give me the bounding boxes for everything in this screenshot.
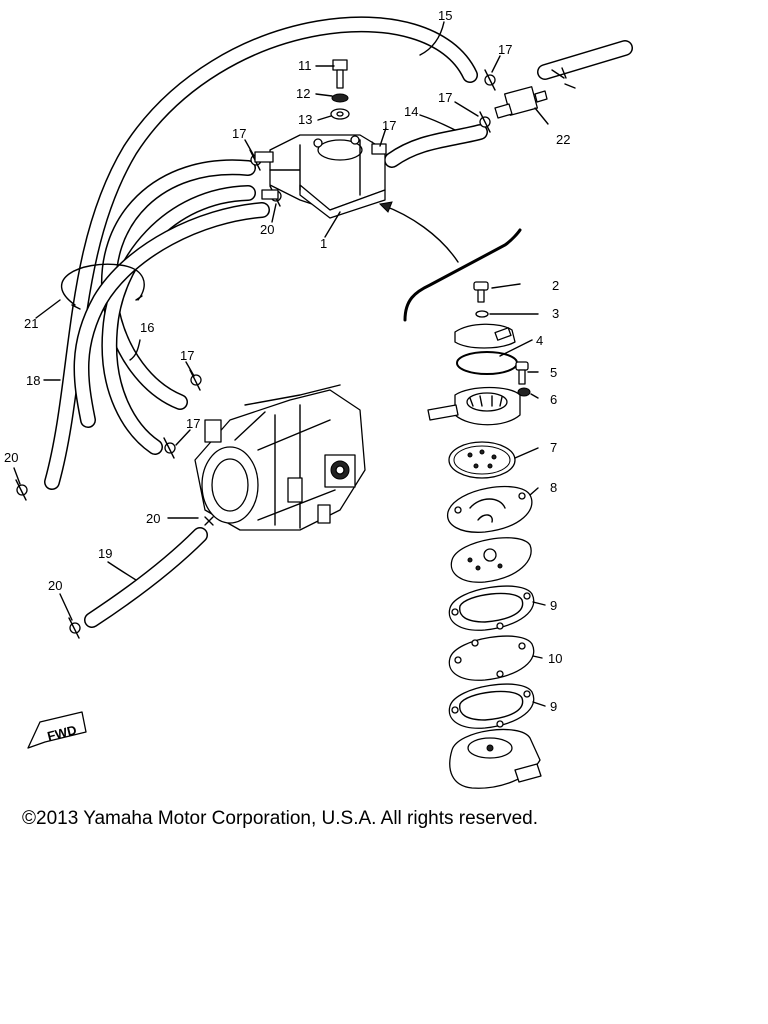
fuel-pump-exploded-diagram: FWD 15 17 11 <box>4 8 633 789</box>
screw-5 <box>515 361 529 385</box>
fuel-hoses <box>44 16 633 628</box>
pump-base <box>449 728 542 789</box>
diaphragm-7 <box>448 441 516 479</box>
callout-20: 20 <box>260 222 274 237</box>
assembly-leader <box>378 201 522 322</box>
washer-12 <box>331 93 349 103</box>
callout-16: 16 <box>140 320 154 335</box>
callout-3: 3 <box>552 306 559 321</box>
pump-cover <box>454 323 516 349</box>
callout-17: 17 <box>186 416 200 431</box>
callout-5: 5 <box>550 365 557 380</box>
fwd-label: FWD <box>46 722 78 744</box>
hose-return <box>73 202 270 428</box>
callout-14: 14 <box>404 104 418 119</box>
clamp <box>189 369 202 391</box>
callout-17: 17 <box>438 90 452 105</box>
hose-15 <box>44 16 633 490</box>
callout-20: 20 <box>146 511 160 526</box>
clamp <box>68 617 81 639</box>
washer-3 <box>475 310 489 318</box>
callout-20: 20 <box>4 450 18 465</box>
valve-plate <box>450 537 532 583</box>
hose-19 <box>84 527 208 628</box>
hose-14 <box>384 124 488 168</box>
callout-17: 17 <box>382 118 396 133</box>
clamp <box>163 437 176 459</box>
copyright-notice: ©2013 Yamaha Motor Corporation, U.S.A. A… <box>22 808 538 829</box>
callout-20: 20 <box>48 578 62 593</box>
clamp-21 <box>60 263 145 310</box>
clamp <box>479 111 491 133</box>
callout-15: 15 <box>438 8 452 23</box>
carburetor <box>194 384 366 531</box>
callout-4: 4 <box>536 333 543 348</box>
joint-22 <box>494 67 576 119</box>
clamp <box>204 516 214 526</box>
callout-10: 10 <box>548 651 562 666</box>
fuel-pump-assembly <box>254 134 387 219</box>
callout-17: 17 <box>232 126 246 141</box>
hose-18 <box>101 185 256 455</box>
callout-18: 18 <box>26 373 40 388</box>
callout-8: 8 <box>550 480 557 495</box>
plate-10 <box>448 635 535 681</box>
callout-numbers: 15 17 11 12 13 14 17 22 17 17 20 1 2 3 4… <box>4 8 570 714</box>
callout-11: 11 <box>298 58 312 73</box>
gasket-8 <box>447 485 533 533</box>
callout-17: 17 <box>498 42 512 57</box>
callout-21: 21 <box>24 316 38 331</box>
callout-19: 19 <box>98 546 112 561</box>
clamp <box>15 479 28 501</box>
gasket-9-upper <box>448 585 535 631</box>
lock-washer-6 <box>517 387 531 397</box>
callout-17: 17 <box>180 348 194 363</box>
gasket-9-lower <box>448 683 535 729</box>
callout-6: 6 <box>550 392 557 407</box>
callout-9: 9 <box>550 699 557 714</box>
callout-7: 7 <box>550 440 557 455</box>
callout-1: 1 <box>320 236 327 251</box>
fwd-arrow: FWD <box>27 711 87 749</box>
leader-lines <box>13 21 549 707</box>
bolt-11 <box>332 59 348 89</box>
callout-13: 13 <box>298 112 312 127</box>
callout-12: 12 <box>296 86 310 101</box>
pump-exploded-stack <box>427 281 542 789</box>
clamp <box>484 69 496 91</box>
callout-22: 22 <box>556 132 570 147</box>
screw-2 <box>473 281 489 303</box>
o-ring-4 <box>456 351 518 375</box>
callout-9: 9 <box>550 598 557 613</box>
washer-13 <box>330 108 350 120</box>
pump-body <box>427 386 521 426</box>
callout-2: 2 <box>552 278 559 293</box>
